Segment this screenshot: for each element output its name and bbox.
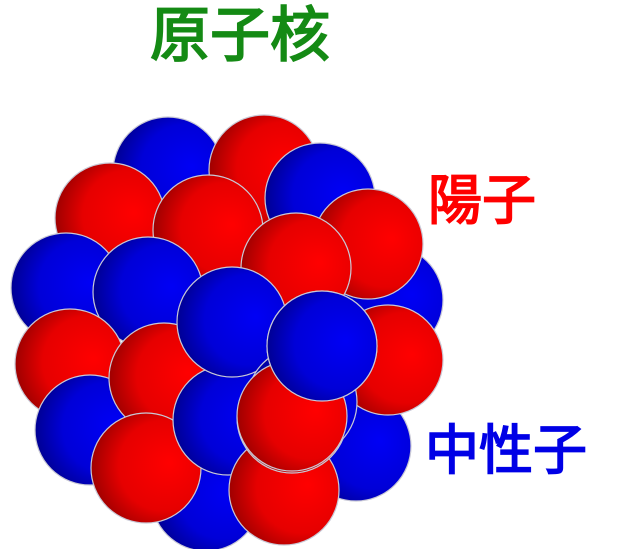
proton-label: 陽子 bbox=[428, 169, 536, 232]
neutron-sphere bbox=[266, 290, 378, 402]
nucleus-title: 原子核 bbox=[150, 1, 330, 71]
neutron-label: 中性子 bbox=[425, 419, 587, 482]
